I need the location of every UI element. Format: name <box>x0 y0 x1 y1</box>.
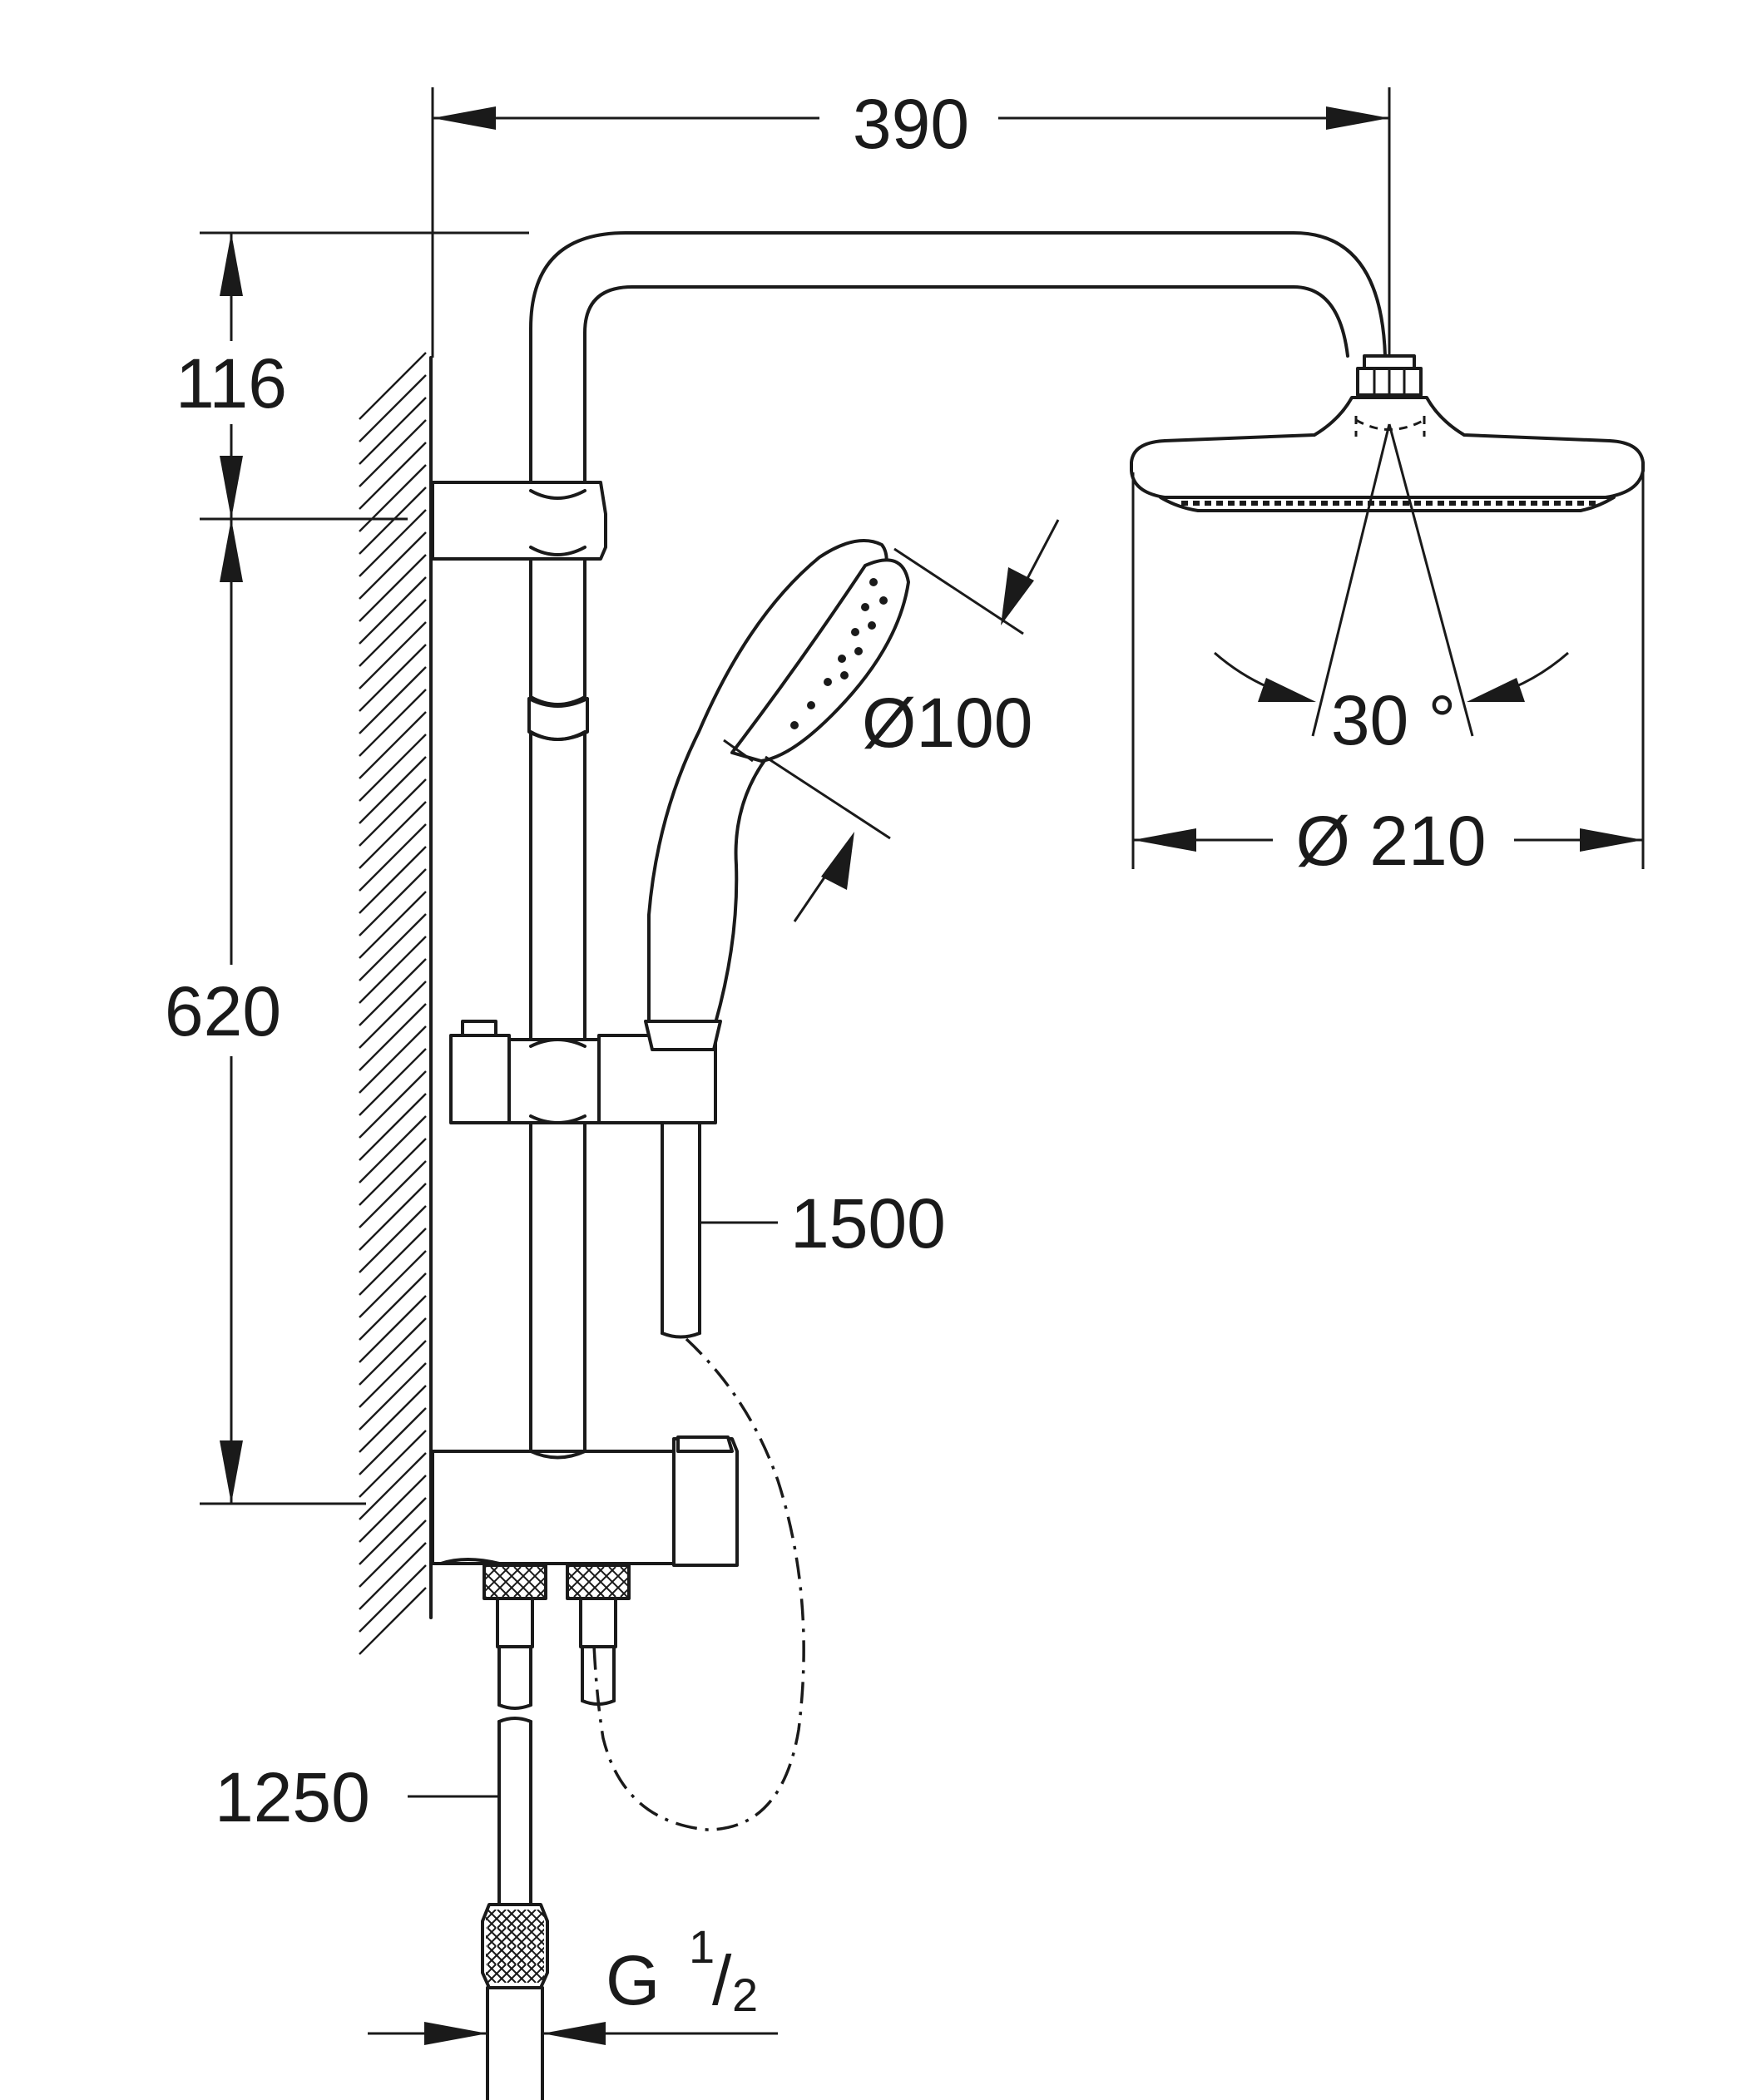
dim-116-label: 116 <box>176 344 287 422</box>
dim-thread-prefix: G <box>606 1941 660 2019</box>
dim-1250-label: 1250 <box>215 1758 370 1836</box>
dim-100-label: Ø100 <box>862 684 1033 762</box>
dimension-hand-shower-diameter: Ø100 <box>765 519 1060 922</box>
slider-holder <box>449 1020 717 1124</box>
hand-shower-nozzles <box>790 578 888 729</box>
dimension-shower-head-diameter: Ø 210 <box>1131 472 1645 880</box>
dim-thread-numerator: 1 <box>689 1920 715 1973</box>
dim-1500-label: 1500 <box>790 1184 946 1262</box>
upper-wall-bracket <box>431 481 607 561</box>
dim-210-label: Ø 210 <box>1296 802 1487 880</box>
dimension-hose-1250: 1250 <box>215 1758 499 1836</box>
dim-30-label: 30 ° <box>1331 681 1456 759</box>
dimension-heights: 116 620 <box>165 231 529 1505</box>
supply-connectors <box>483 1564 631 1710</box>
dimension-hose-1500: 1500 <box>700 1184 946 1262</box>
dim-390-label: 390 <box>853 85 969 163</box>
dimension-spray-angle: 30 ° <box>1214 423 1569 759</box>
overhead-arm <box>529 231 1387 492</box>
dimension-width-390: 390 <box>431 85 1391 358</box>
shower-head-nozzles <box>1181 501 1596 506</box>
wall-hatching <box>359 352 427 1655</box>
dim-thread-denominator: 2 <box>732 1969 758 2021</box>
shower-hose <box>591 1123 805 1831</box>
supply-hose <box>481 1717 549 2100</box>
dimension-thread-g12: G 1 / 2 <box>368 1920 778 2045</box>
hand-shower <box>644 539 910 1051</box>
wall <box>359 352 433 1655</box>
dim-620-label: 620 <box>165 972 281 1050</box>
riser-rail <box>527 531 589 1453</box>
dim-thread-slash: / <box>712 1941 732 2019</box>
mixer-body <box>431 1435 739 1567</box>
